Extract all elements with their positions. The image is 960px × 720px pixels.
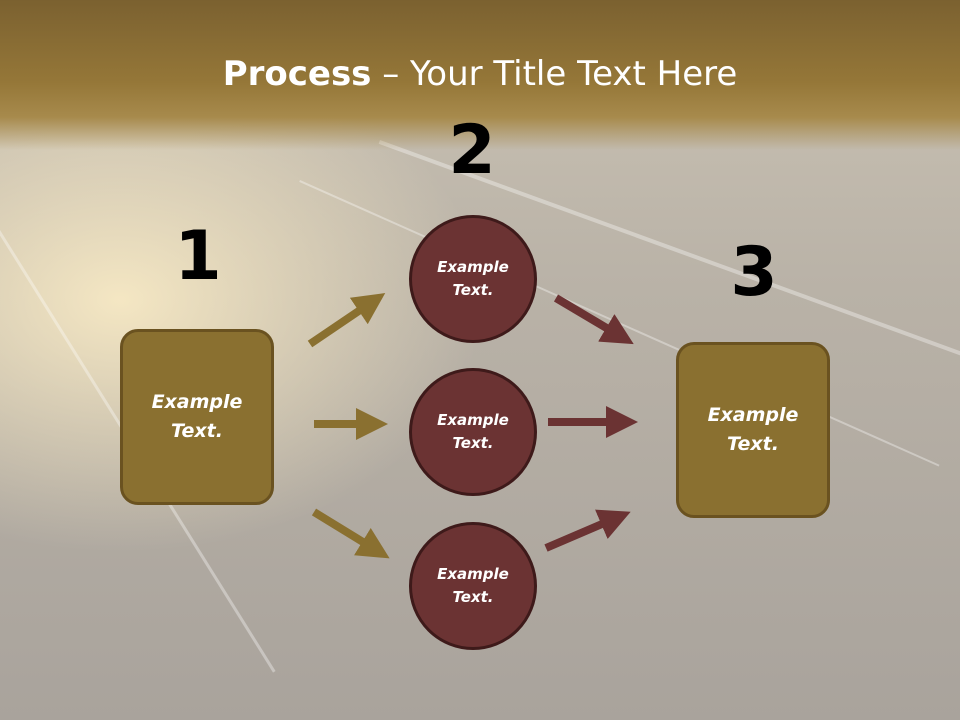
page-title: Process – Your Title Text Here	[0, 54, 960, 94]
circle-middle-line2: Text.	[452, 434, 494, 452]
circle-top-line2: Text.	[452, 281, 494, 299]
step-1-text-line2: Text.	[171, 420, 223, 442]
step-3-text-line2: Text.	[727, 433, 779, 455]
circle-top-line1: Example	[437, 258, 509, 276]
arrow-1-to-bottom	[311, 508, 390, 559]
title-bold: Process	[222, 54, 372, 94]
title-band	[0, 0, 960, 150]
arrow-bottom-to-3	[544, 509, 631, 552]
circle-bottom-line1: Example	[437, 565, 509, 583]
step-1-text-line1: Example	[151, 391, 243, 413]
circle-middle-line1: Example	[437, 411, 509, 429]
arrow-1-to-top	[307, 293, 386, 348]
step-number-2: 2	[448, 111, 496, 190]
circle-bottom-line2: Text.	[452, 588, 494, 606]
title-rest: – Your Title Text Here	[371, 54, 738, 94]
step-number-3: 3	[730, 233, 778, 312]
arrow-top-to-3	[553, 294, 634, 345]
step-3-text-line1: Example	[707, 404, 799, 426]
step-number-1: 1	[174, 217, 222, 296]
